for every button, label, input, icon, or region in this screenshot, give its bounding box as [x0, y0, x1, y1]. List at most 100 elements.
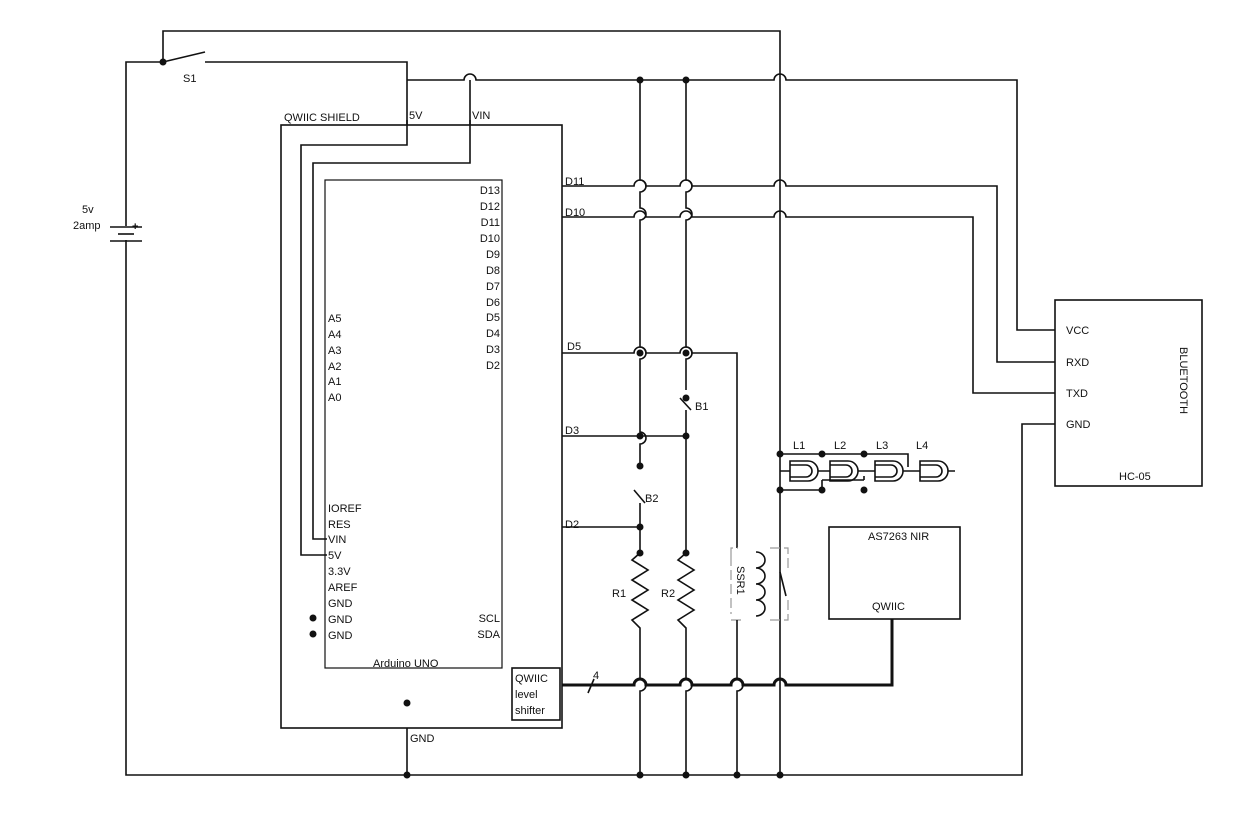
sensor-name-label: AS7263 NIR	[868, 531, 929, 543]
pin-label: D7	[486, 281, 500, 293]
pin-label: D12	[480, 201, 500, 213]
wire-d10	[503, 210, 1055, 394]
wire-d11	[503, 179, 1055, 363]
pin-label: A5	[328, 313, 341, 325]
net-label-gnd: GND	[410, 733, 435, 745]
pin-label: D3	[486, 344, 500, 356]
wire-d5	[503, 315, 738, 548]
wire-battery-bottom	[125, 240, 1055, 776]
arduino-analog-pins: A5 A4 A3 A2 A1 A0	[328, 313, 341, 404]
pin-label: GND	[328, 630, 353, 642]
pin-label: GND	[328, 598, 353, 610]
bluetooth-module-box	[1054, 299, 1203, 487]
pin-label: VIN	[328, 534, 346, 546]
qwiic-bus	[560, 607, 894, 687]
pin-label: SCL	[479, 613, 500, 625]
pin-label: RES	[328, 519, 351, 531]
lamp-l3	[874, 460, 904, 482]
pin-label: D9	[486, 249, 500, 261]
button-b2-blade	[633, 489, 646, 504]
wire-s1-top-bypass	[162, 30, 781, 775]
pin-label: D5	[486, 312, 500, 324]
wire-vin-feed	[407, 73, 1055, 331]
as7263-sensor-box	[828, 526, 961, 620]
junction-dots	[159, 58, 868, 779]
battery-voltage-label: 5v	[82, 204, 94, 216]
qwiic-shield-box	[280, 124, 563, 729]
bus-count-label: 4	[593, 670, 599, 682]
net-label-d2: D2	[565, 519, 579, 531]
battery	[110, 226, 142, 242]
wire-s1-out	[205, 61, 408, 120]
battery-current-label: 2amp	[73, 220, 101, 232]
resistor-r1	[630, 552, 650, 775]
level-shifter-label: shifter	[515, 705, 545, 717]
lamp-label: L1	[793, 440, 805, 452]
button-b2-label: B2	[645, 493, 658, 505]
lamp-l4	[919, 460, 949, 482]
pin-label: A2	[328, 361, 341, 373]
pin-label: D2	[486, 360, 500, 372]
pin-label: A3	[328, 345, 341, 357]
lamps	[780, 460, 955, 482]
pin-label: D13	[480, 185, 500, 197]
pin-label: 3.3V	[328, 566, 351, 578]
lamp-l2	[829, 460, 859, 482]
pin-label: D4	[486, 328, 500, 340]
pin-label: D8	[486, 265, 500, 277]
relay-ssr1-contact	[779, 571, 787, 597]
lamp-l1	[789, 460, 819, 482]
level-shifter-box	[511, 667, 561, 721]
pin-label: D10	[480, 233, 500, 245]
arduino-uno-box	[324, 179, 503, 669]
pin-label: A1	[328, 376, 341, 388]
relay-ssr1-label: SSR1	[734, 566, 746, 595]
bluetooth-model-label: HC-05	[1119, 471, 1151, 483]
battery-plus-label: +	[132, 221, 138, 233]
pin-label: AREF	[328, 582, 358, 594]
wire-rail-b1	[685, 80, 693, 390]
pin-label: SDA	[477, 629, 500, 641]
sensor-port-label: QWIIC	[872, 601, 905, 613]
button-b1-blade	[679, 397, 692, 411]
shield-vin-label: VIN	[472, 110, 490, 122]
pin-label: GND	[328, 614, 353, 626]
bluetooth-pin-label: GND	[1066, 419, 1091, 431]
wire-battery-top	[125, 61, 163, 226]
net-label-d11: D11	[565, 176, 584, 188]
pin-label: IOREF	[328, 503, 362, 515]
arduino-power-pins: IOREF RES VIN 5V 3.3V AREF GND GND GND	[328, 503, 362, 642]
pin-label: D11	[481, 217, 500, 229]
wire-relay-out	[736, 620, 744, 775]
resistor-r1-label: R1	[612, 588, 626, 600]
net-label-d10: D10	[565, 207, 585, 219]
wire-shield-vin-overlay	[312, 120, 471, 540]
wire-shield-5v-overlay	[300, 120, 408, 556]
resistor-r2	[676, 552, 696, 775]
relay-ssr1-coil	[755, 551, 766, 617]
pin-label: A0	[328, 392, 341, 404]
bluetooth-pin-label: TXD	[1066, 388, 1088, 400]
level-shifter-label: level	[515, 689, 538, 701]
level-shifter-label: QWIIC	[515, 673, 548, 685]
net-label-d5: D5	[567, 341, 581, 353]
lamp-label: L4	[916, 440, 928, 452]
wires	[125, 30, 1055, 776]
shield-title: QWIIC SHIELD	[284, 112, 360, 124]
pin-label: D6	[486, 297, 500, 309]
qwiic-bus-slash	[587, 678, 595, 694]
arduino-name-label: Arduino UNO	[373, 658, 439, 670]
switch-s1-blade	[162, 51, 206, 63]
lamp-label: L3	[876, 440, 888, 452]
shield-5v-label: 5V	[409, 110, 423, 122]
switch-s1-label: S1	[183, 73, 196, 85]
bluetooth-pin-label: RXD	[1066, 357, 1089, 369]
pin-label: A4	[328, 329, 341, 341]
lamp-label: L2	[834, 440, 846, 452]
bluetooth-title-label: BLUETOOTH	[1177, 347, 1189, 414]
pin-label: 5V	[328, 550, 342, 562]
bluetooth-pin-label: VCC	[1066, 325, 1089, 337]
net-label-d3: D3	[565, 425, 579, 437]
resistor-r2-label: R2	[661, 588, 675, 600]
